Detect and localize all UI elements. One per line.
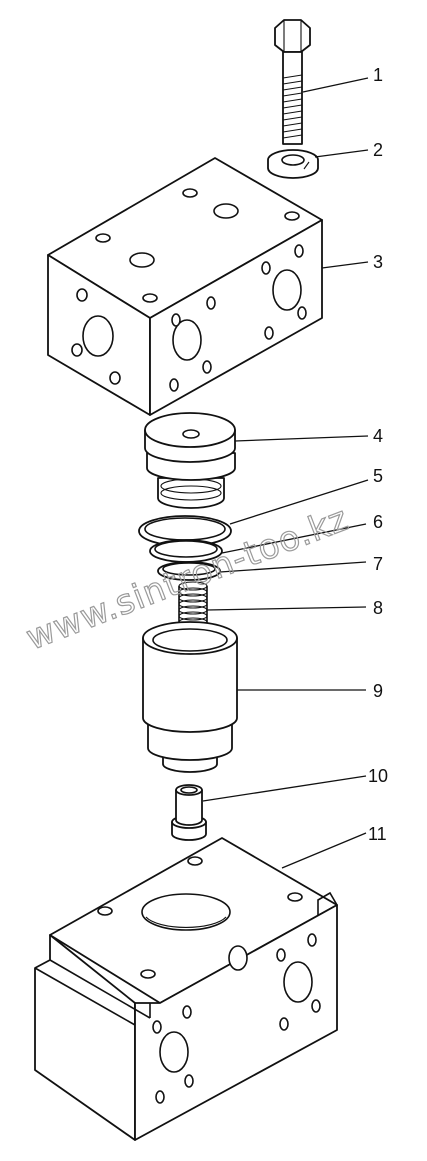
- callout-1: 1: [373, 65, 383, 85]
- upper-block-left-face-holes: [71, 288, 121, 385]
- part-6-o-ring-small: [149, 539, 223, 563]
- part-1-bolt: [274, 19, 311, 145]
- callout-7: 7: [373, 554, 383, 574]
- lower-block-bore: [141, 893, 231, 931]
- leader-lines: [202, 77, 369, 869]
- callout-2: 2: [373, 140, 383, 160]
- callout-5: 5: [373, 466, 383, 486]
- part-7-backup-ring: [157, 561, 221, 581]
- part-11-lower-block: [34, 837, 338, 1141]
- lower-block-top-holes: [97, 856, 303, 979]
- callout-3: 3: [373, 252, 383, 272]
- callout-6: 6: [373, 512, 383, 532]
- part-3-upper-block: [47, 157, 323, 416]
- upper-block-right-face-holes: [169, 244, 307, 392]
- part-9-sleeve: [142, 621, 238, 773]
- callout-4: 4: [373, 426, 383, 446]
- callout-9: 9: [373, 681, 383, 701]
- part-10-bushing: [171, 784, 207, 841]
- callout-11: 11: [368, 824, 387, 844]
- lower-block-right-face-holes: [152, 933, 321, 1104]
- part-5-o-ring: [138, 515, 232, 547]
- callout-10: 10: [368, 766, 388, 786]
- callout-labels: 1 2 3 4 5 6 7 8 9 10 11: [368, 65, 388, 844]
- callout-8: 8: [373, 598, 383, 618]
- part-2-washer: [267, 149, 319, 179]
- upper-block-top-holes: [95, 188, 300, 303]
- bolt-thread: [282, 74, 303, 139]
- part-4-valve-cap: [144, 412, 236, 509]
